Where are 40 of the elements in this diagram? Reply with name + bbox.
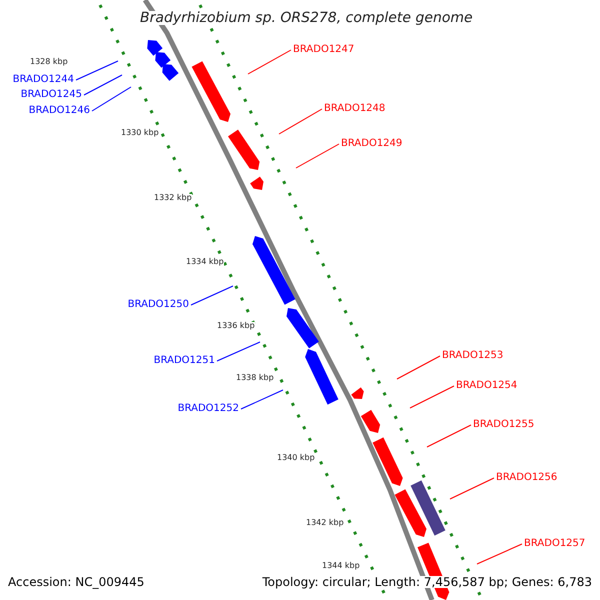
- title: Bradyrhizobium sp. ORS278, complete genome: [140, 11, 473, 25]
- gene-label: BRADO1255: [473, 420, 534, 430]
- gene-label: BRADO1246: [28, 106, 90, 116]
- tick-label: 1330 kbp: [121, 129, 159, 137]
- leader-line: [190, 286, 234, 306]
- leader-line: [216, 342, 260, 362]
- leader-line: [248, 50, 292, 74]
- gene-label: BRADO1252: [178, 404, 239, 414]
- gene-label: BRADO1250: [128, 300, 189, 310]
- gene-label: BRADO1244: [12, 75, 74, 85]
- gene-label: BRADO1256: [496, 473, 558, 483]
- tick-label: 1342 kbp: [306, 519, 344, 527]
- leader-line: [426, 424, 472, 448]
- gene-label: BRADO1248: [324, 104, 386, 114]
- gene-label: BRADO1251: [154, 356, 215, 366]
- genome-summary: Topology: circular; Length: 7,456,587 bp; Genes: 6,783: [262, 576, 592, 588]
- tick-label: 1336 kbp: [217, 322, 255, 330]
- leader-line: [450, 478, 494, 500]
- gene-label: BRADO1257: [524, 539, 586, 549]
- leader-line: [240, 390, 284, 410]
- tick-label: 1344 kbp: [322, 562, 360, 570]
- leader-line: [296, 144, 340, 168]
- tick-label: 1328 kbp: [30, 58, 68, 66]
- gene-label: BRADO1245: [20, 90, 82, 100]
- leader-line: [92, 86, 132, 112]
- leader-line: [476, 544, 522, 564]
- leader-line: [76, 60, 118, 80]
- gene-label: BRADO1249: [341, 139, 402, 149]
- tick-label: 1334 kbp: [186, 258, 224, 266]
- tick-label: 1340 kbp: [277, 454, 315, 462]
- leader-line: [410, 386, 454, 408]
- gene-label: BRADO1247: [293, 45, 354, 55]
- tick-label: 1332 kbp: [154, 194, 192, 202]
- leader-line: [396, 356, 440, 380]
- tick-label: 1338 kbp: [236, 374, 274, 382]
- gene-label: BRADO1253: [442, 351, 504, 361]
- gene-label: BRADO1254: [456, 381, 518, 391]
- leader-line: [84, 74, 122, 96]
- accession-text: Accession: NC_009445: [8, 576, 144, 588]
- leader-line: [278, 108, 322, 134]
